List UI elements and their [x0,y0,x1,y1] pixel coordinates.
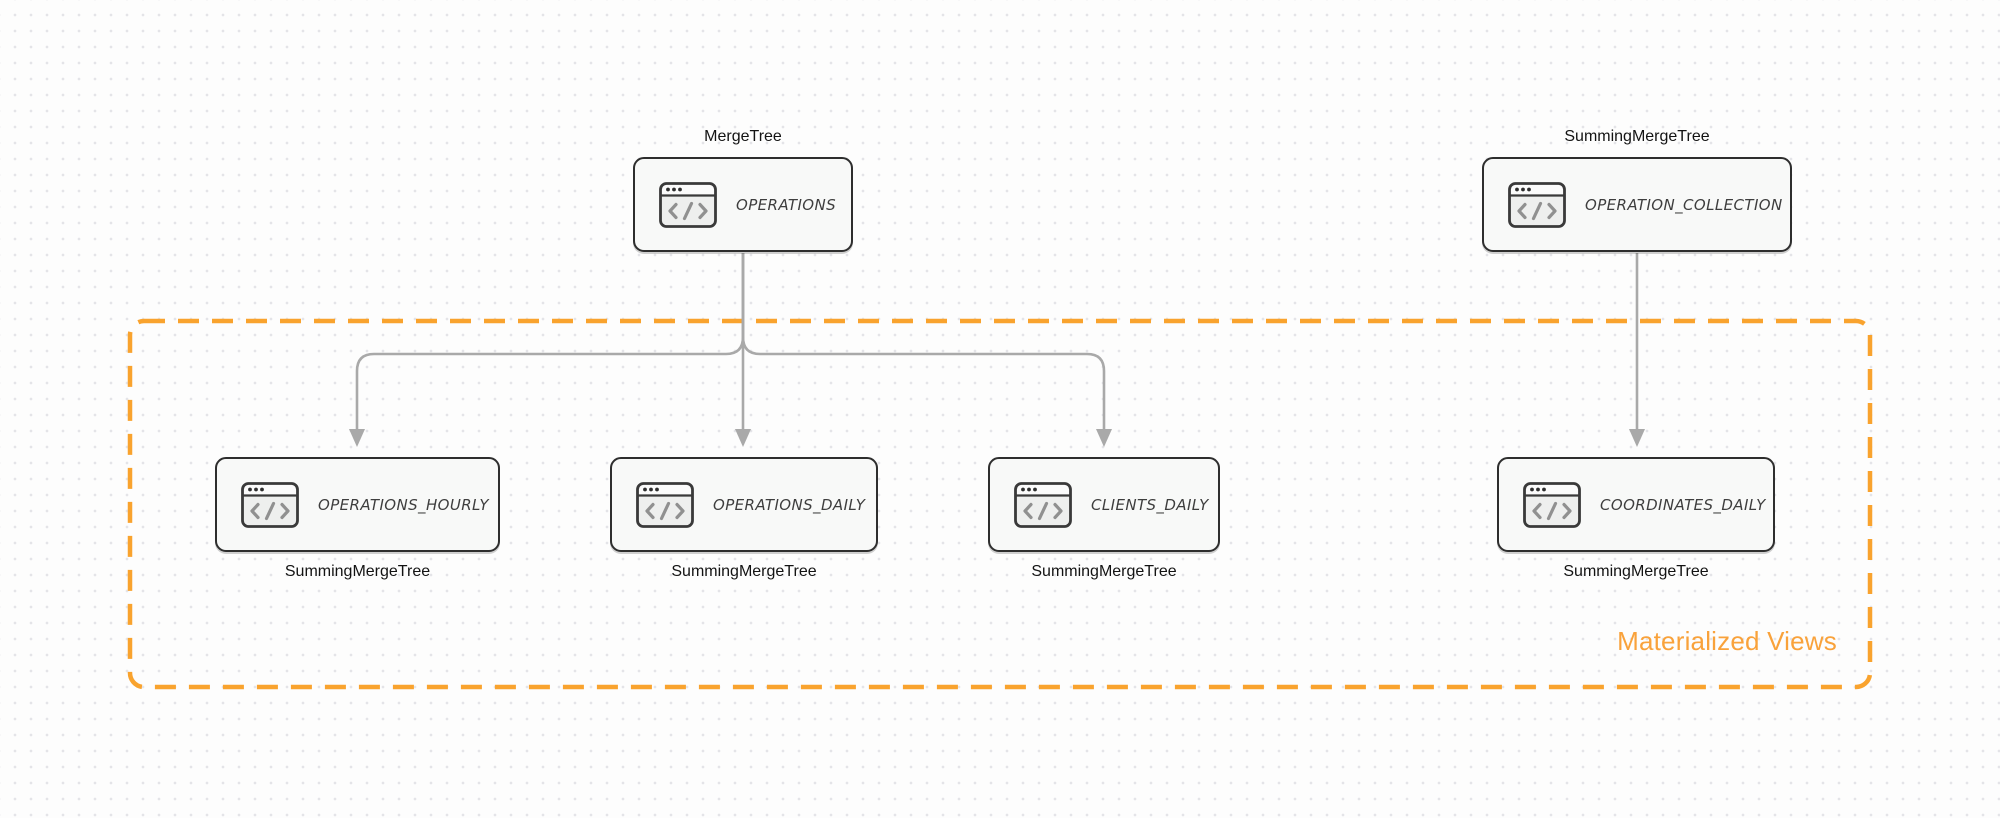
node-box[interactable]: COORDINATES_DAILY [1497,457,1775,552]
node-title: OPERATION_COLLECTION [1585,195,1783,214]
arrowhead-icon [349,429,365,447]
code-window-icon [1014,482,1072,528]
node-box[interactable]: OPERATION_COLLECTION [1482,157,1792,252]
node-box[interactable]: CLIENTS_DAILY [988,457,1220,552]
engine-label: SummingMergeTree [1031,563,1177,580]
arrowhead-icon [735,429,751,447]
node-operations[interactable]: MergeTree OPERATIONS [633,128,853,252]
engine-label: SummingMergeTree [1564,128,1710,145]
node-title: OPERATIONS [736,195,837,214]
node-box[interactable]: OPERATIONS_HOURLY [215,457,500,552]
code-window-icon [241,482,299,528]
node-operations-daily[interactable]: OPERATIONS_DAILY SummingMergeTree [610,457,878,580]
node-operations-hourly[interactable]: OPERATIONS_HOURLY SummingMergeTree [215,457,500,580]
materialized-views-group-label: Materialized Views [1617,626,1837,656]
node-title: OPERATIONS_DAILY [713,495,866,514]
arrowhead-icon [1096,429,1112,447]
node-coordinates-daily[interactable]: COORDINATES_DAILY SummingMergeTree [1497,457,1775,580]
node-box[interactable]: OPERATIONS [633,157,853,252]
code-window-icon [659,182,717,228]
code-window-icon [636,482,694,528]
node-operation-collection[interactable]: SummingMergeTree OPERATION_COLLECTION [1482,128,1792,252]
node-title: OPERATIONS_HOURLY [318,495,489,514]
engine-label: SummingMergeTree [671,563,817,580]
engine-label: SummingMergeTree [1563,563,1709,580]
node-box[interactable]: OPERATIONS_DAILY [610,457,878,552]
node-clients-daily[interactable]: CLIENTS_DAILY SummingMergeTree [988,457,1220,580]
engine-label: MergeTree [704,128,782,145]
code-window-icon [1508,182,1566,228]
code-window-icon [1523,482,1581,528]
edge-operations-to-clients-daily[interactable] [741,253,1106,430]
node-title: COORDINATES_DAILY [1600,495,1766,514]
node-title: CLIENTS_DAILY [1091,495,1209,514]
edge-operations-to-operations-hourly[interactable] [355,253,745,430]
arrowhead-icon [1629,429,1645,447]
engine-label: SummingMergeTree [284,563,431,580]
